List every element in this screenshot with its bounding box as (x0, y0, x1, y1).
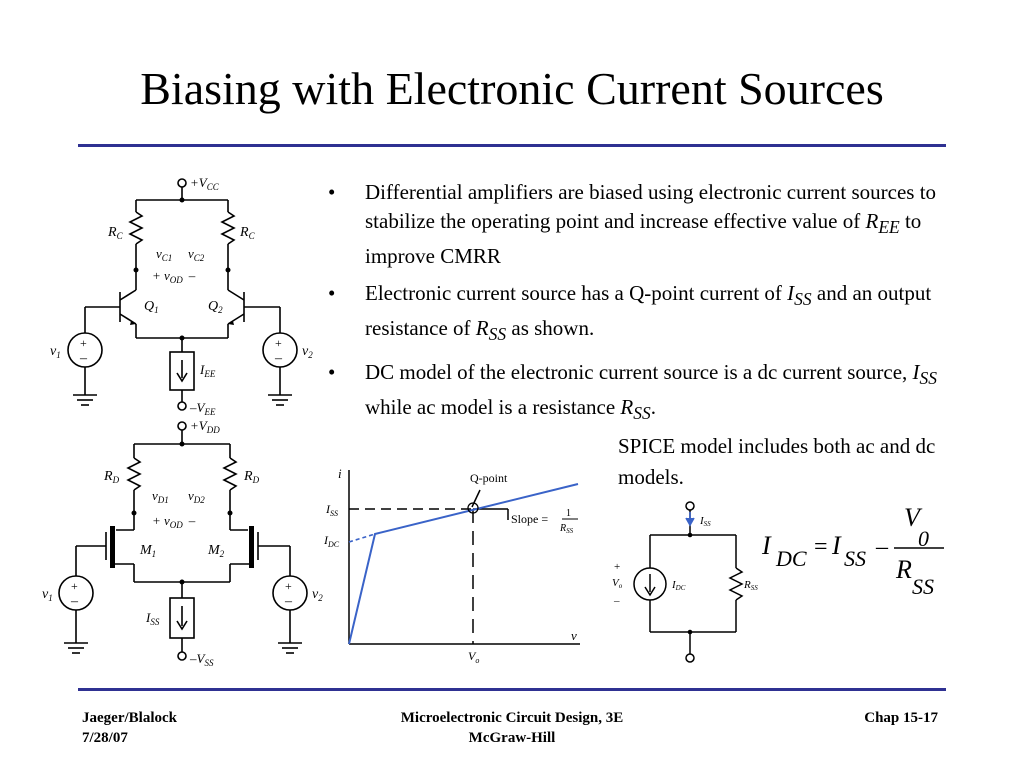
svg-text:v1: v1 (50, 344, 61, 360)
svg-text:SS: SS (844, 546, 866, 571)
svg-text:+VDD: +VDD (190, 418, 220, 435)
bullet-item: •Differential amplifiers are biased usin… (328, 180, 937, 269)
svg-text:v2: v2 (312, 587, 323, 603)
svg-text:+VCC: +VCC (190, 175, 220, 192)
svg-text:–: – (79, 351, 88, 366)
footer-authors: Jaeger/Blalock (82, 710, 177, 726)
svg-text:=: = (814, 534, 828, 560)
svg-text:–: – (274, 351, 283, 366)
svg-text:I: I (761, 531, 772, 560)
svg-text:–VSS: –VSS (189, 651, 214, 668)
title-divider (78, 144, 946, 147)
footer-divider (78, 688, 946, 691)
svg-text:RD: RD (103, 469, 120, 485)
svg-text:RC: RC (107, 225, 124, 241)
idc-equation: I DC = I SS – V 0 R SS (761, 503, 944, 599)
svg-text:v2: v2 (302, 344, 313, 360)
mosfet-diff-amp-schematic: +– +– +VDD –VSS RD RD vD1 vD2 + vOD– M1 … (42, 418, 323, 668)
svg-text:RD: RD (243, 469, 260, 485)
svg-text:Vo: Vo (612, 577, 623, 590)
svg-text:1: 1 (566, 508, 571, 519)
svg-text:+: + (285, 579, 292, 593)
svg-text:M1: M1 (139, 543, 156, 559)
svg-text:–: – (70, 594, 79, 609)
svg-text:IDC: IDC (323, 533, 340, 549)
svg-text:RSS: RSS (559, 523, 574, 535)
svg-text:–: – (613, 595, 620, 607)
footer-center: Microelectronic Circuit Design, 3E McGra… (330, 708, 694, 748)
current-source-iv-graph: i v ISS IDC Q-point Slope = 1 RSS Vo (323, 466, 580, 665)
svg-text:–: – (284, 594, 293, 609)
svg-text:Slope =: Slope = (511, 512, 548, 526)
svg-text:+ vOD–: + vOD– (152, 513, 196, 530)
svg-text:+: + (275, 336, 282, 350)
bullet-item: •DC model of the electronic current sour… (328, 359, 938, 423)
svg-text:Q2: Q2 (208, 299, 223, 315)
footer-publisher: McGraw-Hill (468, 730, 556, 746)
footer-date: 7/28/07 (82, 730, 128, 746)
spice-note: SPICE model includes both ac and dc mode… (618, 434, 936, 489)
svg-text:vD1: vD1 (152, 488, 169, 505)
svg-text:–VEE: –VEE (189, 400, 216, 417)
svg-text:IEE: IEE (199, 362, 216, 379)
svg-text:R: R (895, 555, 912, 584)
footer-book: Microelectronic Circuit Design, 3E (400, 710, 624, 726)
svg-text:Q-point: Q-point (470, 471, 508, 485)
svg-text:V: V (904, 503, 923, 532)
bullet-item: •Electronic current source has a Q-point… (328, 281, 932, 345)
svg-text:vC2: vC2 (188, 246, 205, 263)
svg-text:+: + (614, 561, 620, 573)
svg-text:M2: M2 (207, 543, 225, 559)
svg-text:IDC: IDC (671, 579, 686, 592)
svg-text:+: + (80, 336, 87, 350)
svg-text:+: + (71, 579, 78, 593)
svg-text:+ vOD–: + vOD– (152, 268, 196, 285)
svg-text:SS: SS (912, 574, 934, 599)
svg-text:i: i (338, 466, 342, 481)
svg-text:v1: v1 (42, 587, 53, 603)
svg-text:I: I (831, 531, 842, 560)
svg-text:–: – (875, 534, 889, 560)
svg-text:ISS: ISS (325, 502, 338, 518)
svg-text:vD2: vD2 (188, 488, 205, 505)
svg-text:v: v (571, 628, 577, 643)
footer-left: Jaeger/Blalock 7/28/07 (82, 708, 177, 748)
bjt-diff-amp-schematic: +– +– +VCC –VEE RC RC vC1 vC2 + vOD– Q1 … (50, 175, 313, 417)
svg-text:Q1: Q1 (144, 299, 159, 315)
slide-title: Biasing with Electronic Current Sources (140, 63, 884, 114)
svg-text:ISS: ISS (699, 515, 711, 528)
current-source-model-schematic: ISS IDC RSS + Vo – (612, 501, 758, 663)
svg-text:DC: DC (775, 546, 807, 571)
svg-text:0: 0 (918, 526, 929, 551)
svg-text:vC1: vC1 (156, 246, 172, 263)
bullet-list: •Differential amplifiers are biased usin… (328, 178, 968, 436)
svg-text:RSS: RSS (743, 579, 758, 592)
svg-text:ISS: ISS (145, 610, 160, 627)
svg-text:RC: RC (239, 225, 256, 241)
svg-text:Vo: Vo (468, 649, 479, 665)
footer-chapter: Chap 15-17 (864, 710, 938, 726)
